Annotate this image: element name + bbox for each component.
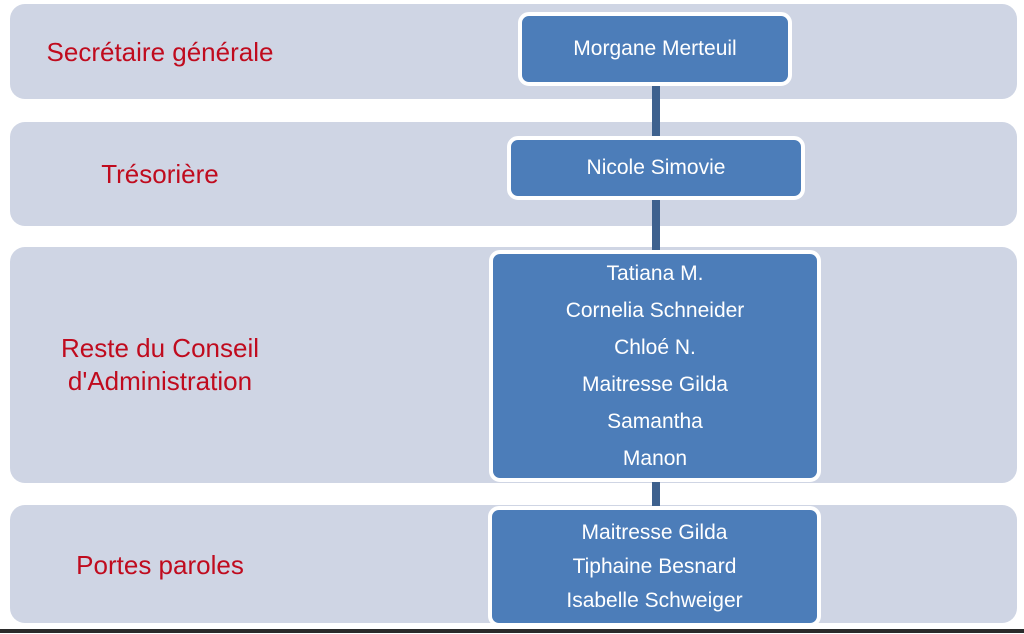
org-node-secretaire: Morgane Merteuil xyxy=(518,12,792,86)
role-label-conseil-text: Reste du Conseil d'Administration xyxy=(61,333,259,396)
member-name: Tiphaine Besnard xyxy=(572,554,737,578)
connector-line xyxy=(652,194,660,256)
member-name: Chloé N. xyxy=(614,336,696,359)
connector-line xyxy=(652,80,660,142)
member-name: Morgane Merteuil xyxy=(573,37,737,60)
member-name: Isabelle Schweiger xyxy=(566,588,743,612)
member-name: Samantha xyxy=(607,410,703,433)
connector-line xyxy=(652,474,660,512)
role-label-portes-paroles: Portes paroles xyxy=(76,550,244,580)
org-node-tresoriere: Nicole Simovie xyxy=(507,136,805,200)
slide-bottom-rule xyxy=(0,629,1024,633)
role-label-conseil: Reste du Conseil d'Administration xyxy=(10,332,310,398)
org-node-portes-paroles: Maitresse Gilda Tiphaine Besnard Isabell… xyxy=(488,506,821,627)
role-label-secretaire: Secrétaire générale xyxy=(46,37,274,67)
org-node-conseil: Tatiana M. Cornelia Schneider Chloé N. M… xyxy=(489,250,821,482)
member-name: Nicole Simovie xyxy=(586,156,726,179)
member-name: Manon xyxy=(622,447,688,470)
member-name: Cornelia Schneider xyxy=(565,299,745,322)
member-name: Maitresse Gilda xyxy=(582,373,728,396)
row-band-secretaire xyxy=(10,4,1017,99)
member-name: Maitresse Gilda xyxy=(581,520,728,544)
member-name: Tatiana M. xyxy=(606,262,704,285)
role-label-tresoriere: Trésorière xyxy=(101,159,219,189)
